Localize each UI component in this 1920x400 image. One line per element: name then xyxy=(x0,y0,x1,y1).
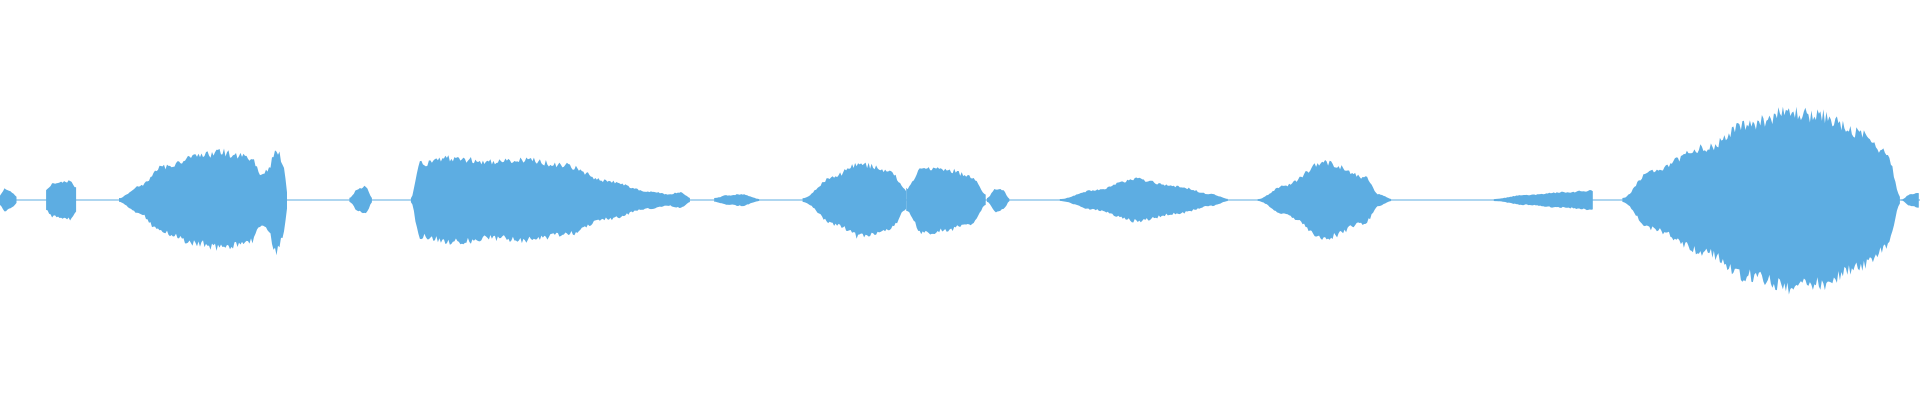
waveform-segments xyxy=(0,106,1919,295)
waveform-segment xyxy=(1059,177,1228,223)
waveform-segment xyxy=(1622,106,1900,295)
waveform-segment xyxy=(1257,160,1392,240)
waveform-segment xyxy=(1900,193,1919,208)
waveform-segment xyxy=(986,189,1010,213)
waveform-segment xyxy=(46,180,77,221)
waveform-segment xyxy=(714,194,760,207)
waveform-segment xyxy=(119,148,287,256)
waveform-segment xyxy=(349,185,372,214)
waveform-segment xyxy=(1493,190,1593,211)
waveform-segment xyxy=(802,162,907,239)
waveform-segment xyxy=(0,188,17,212)
waveform-segment xyxy=(906,167,986,235)
waveform-segment xyxy=(410,155,690,245)
